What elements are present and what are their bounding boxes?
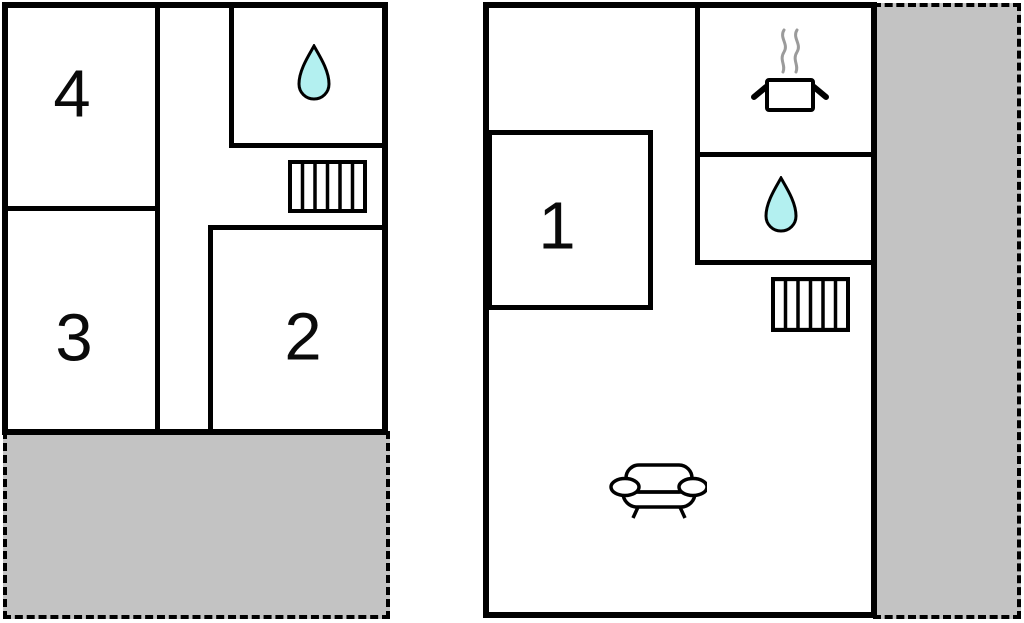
room-label-1: 1 bbox=[538, 188, 576, 264]
cooking-pot-icon bbox=[750, 26, 830, 114]
water-drop-icon bbox=[297, 42, 331, 101]
wall-bathroom-bottom bbox=[229, 143, 382, 148]
stairs-icon bbox=[771, 277, 850, 332]
wall-room2-top bbox=[208, 225, 382, 230]
terrace-left bbox=[3, 431, 390, 619]
steam-icon bbox=[780, 28, 787, 74]
wall-bathroom-left bbox=[229, 8, 234, 146]
room-label-2: 2 bbox=[284, 299, 322, 375]
room-label-3: 3 bbox=[55, 300, 93, 376]
wall-room2-left bbox=[208, 225, 213, 429]
terrace-right bbox=[873, 3, 1021, 619]
wall-room4-bottom bbox=[8, 206, 158, 211]
wall-kitchen-left bbox=[695, 8, 700, 265]
wall-kitchen-bottom bbox=[695, 152, 871, 157]
stairs-icon bbox=[288, 160, 367, 213]
room-label-4: 4 bbox=[53, 56, 91, 132]
room-1-box bbox=[487, 130, 653, 310]
water-drop-icon bbox=[764, 174, 798, 233]
sofa-icon bbox=[606, 463, 709, 520]
wall-corridor-left bbox=[155, 8, 160, 429]
steam-icon bbox=[793, 28, 800, 74]
wall-bathroom2-bottom bbox=[695, 260, 871, 265]
